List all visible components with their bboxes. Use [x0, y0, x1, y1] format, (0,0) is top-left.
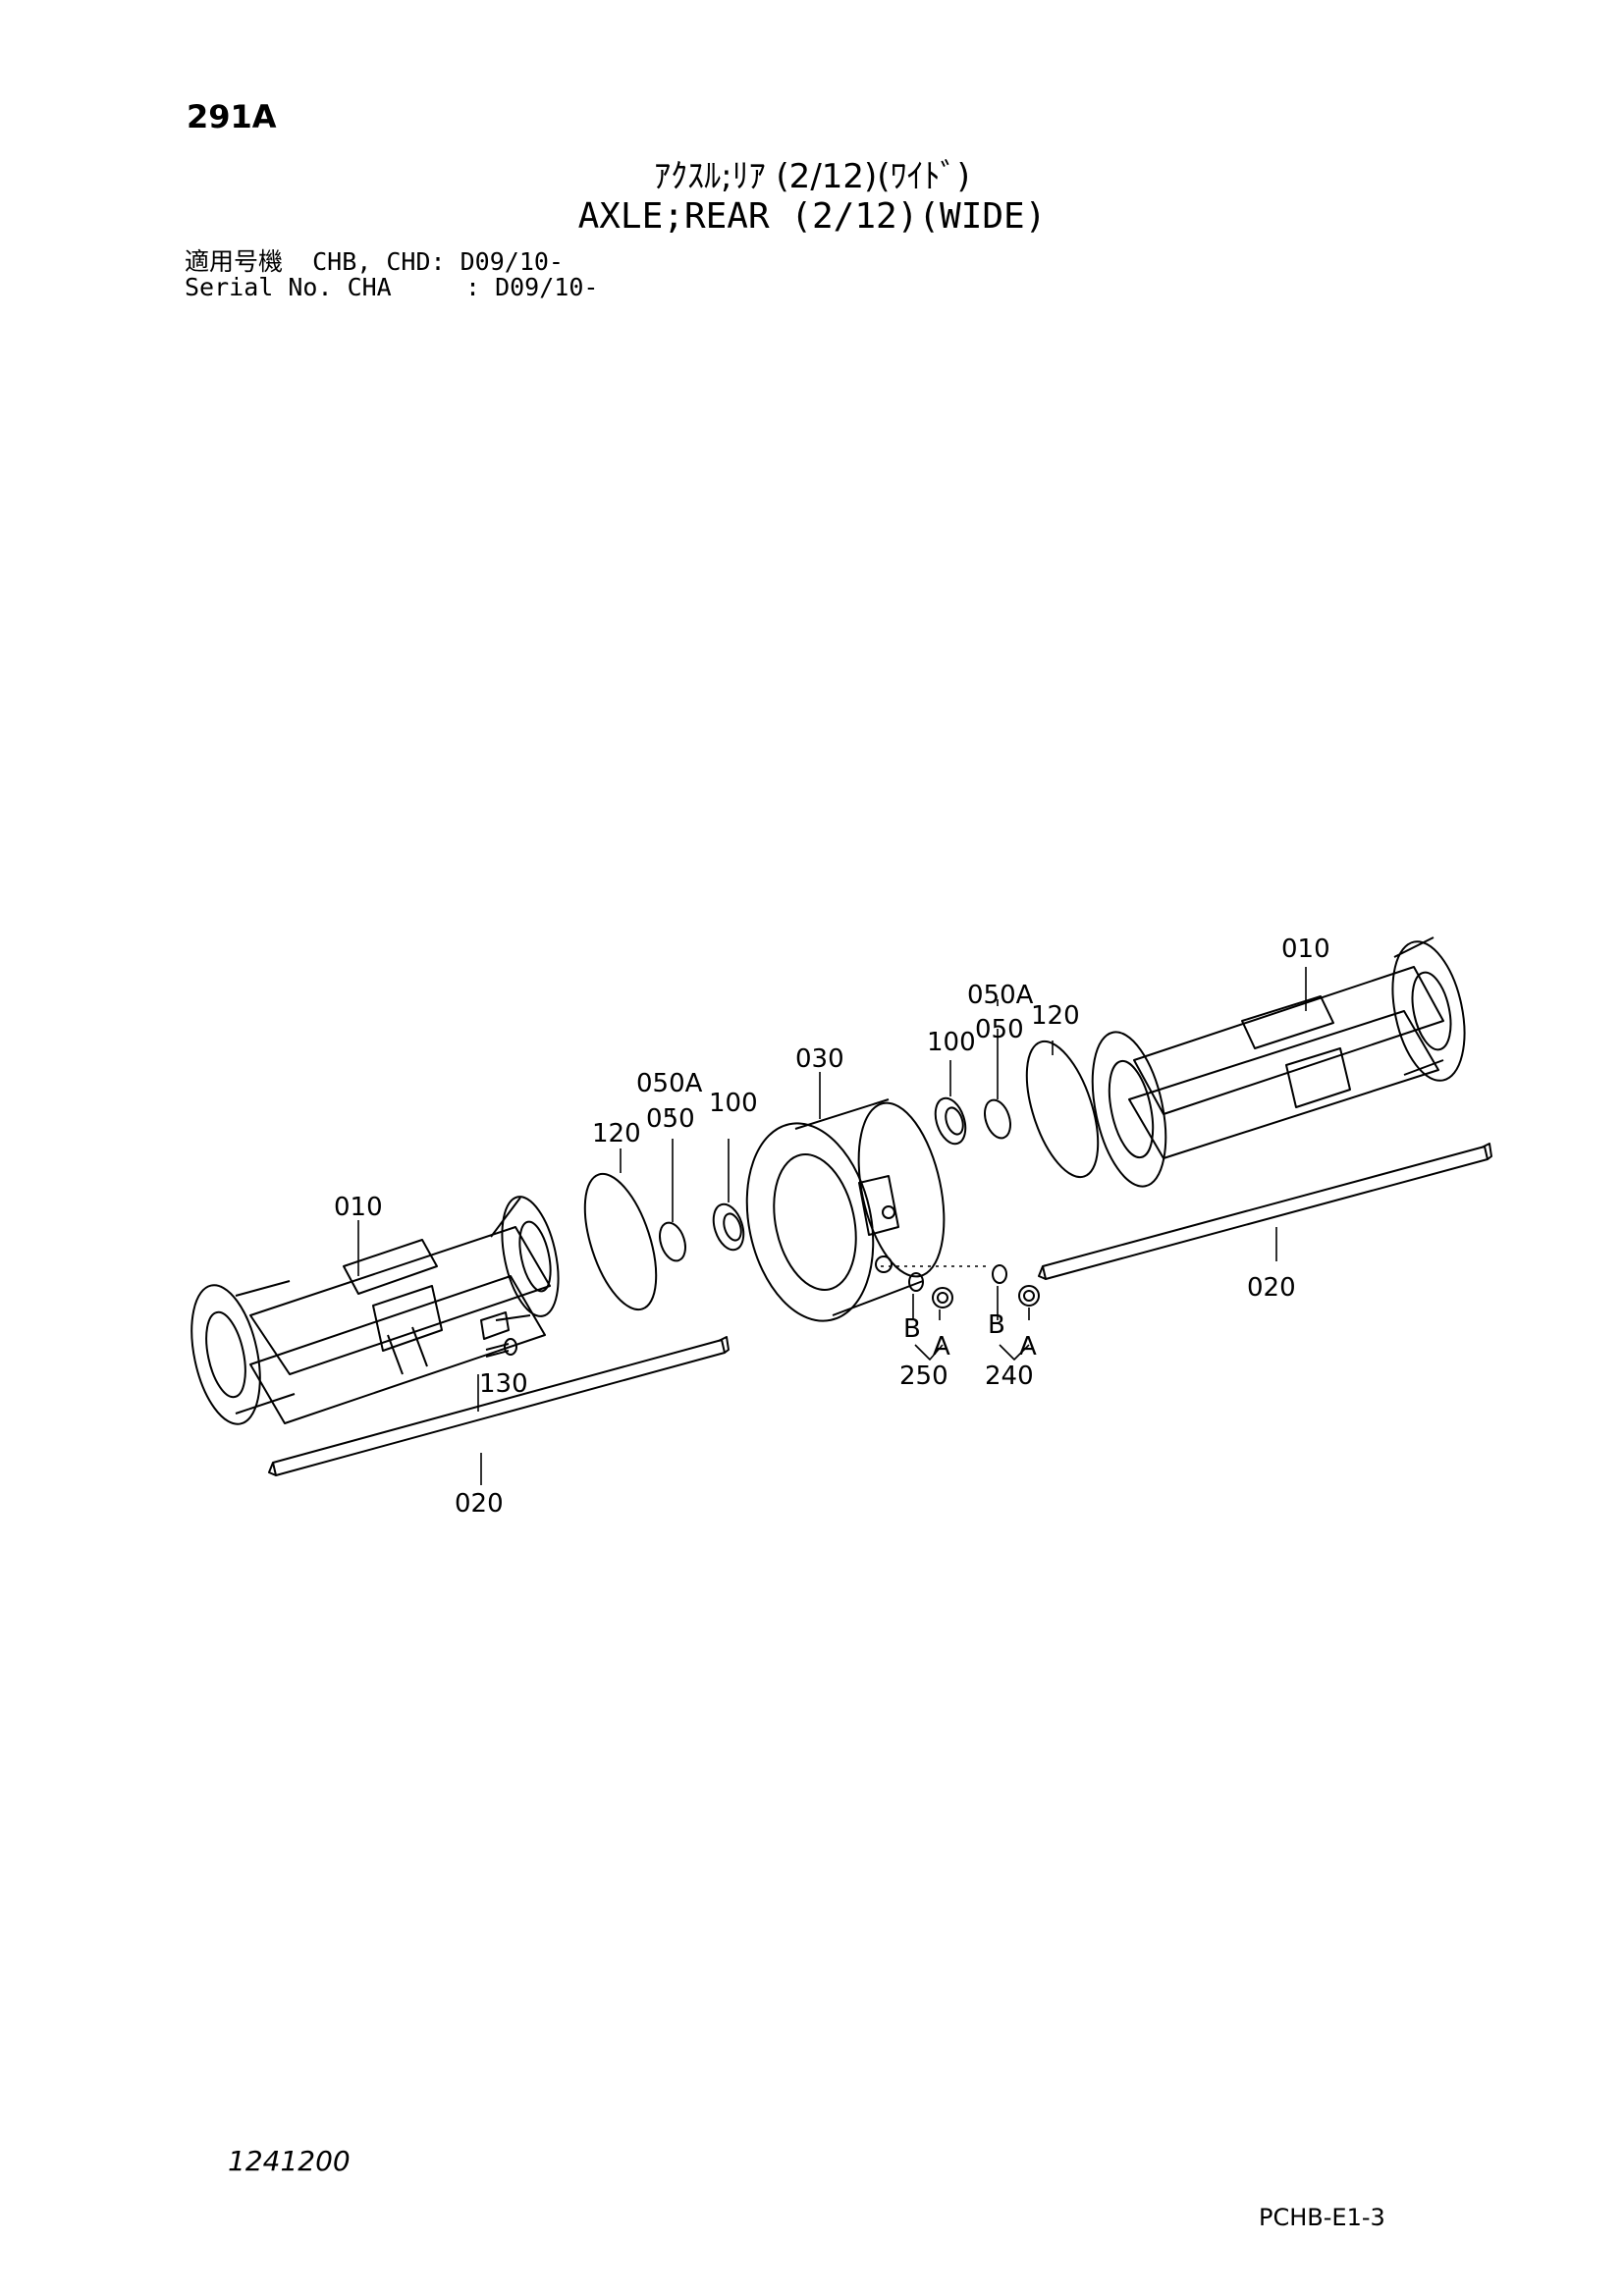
callout-240: 240 [985, 1362, 1034, 1391]
plug-parts-240 [992, 1264, 1040, 1307]
callout-030: 030 [795, 1044, 844, 1074]
callout-010-right: 010 [1281, 934, 1330, 964]
title-english: AXLE;REAR (2/12)(WIDE) [577, 196, 1047, 237]
serial-line-applicable-models: 適用号機 CHB, CHD: D09/10- [185, 247, 564, 276]
callout-100-right: 100 [927, 1028, 976, 1057]
callout-050-right: 050 [975, 1015, 1024, 1044]
page-code: PCHB-E1-3 [1259, 2204, 1385, 2231]
title-japanese: ｱｸｽﾙ;ﾘｱ (2/12)(ﾜｲﾄﾞ) [654, 157, 970, 196]
callout-250: 250 [899, 1362, 948, 1391]
bearing-left [712, 1202, 745, 1252]
callout-a-250: A [933, 1332, 950, 1362]
plug-parts-250 [908, 1272, 953, 1308]
o-ring-right [1025, 1040, 1100, 1179]
callout-b-240: B [988, 1310, 1005, 1340]
axle-housing-right [1091, 936, 1466, 1188]
axle-shaft-right [1038, 1143, 1492, 1280]
callout-020-right: 020 [1247, 1273, 1296, 1303]
bolt [485, 1338, 517, 1358]
callout-b-250: B [903, 1314, 921, 1344]
drawing-number: 1241200 [228, 2145, 351, 2177]
callout-050a-left: 050A [636, 1069, 703, 1098]
o-ring-left [583, 1172, 658, 1311]
callout-130: 130 [479, 1369, 528, 1399]
callout-120-left: 120 [592, 1119, 641, 1148]
callout-050-left: 050 [646, 1104, 695, 1134]
seal-ring-right [984, 1098, 1011, 1140]
callout-a-240: A [1019, 1332, 1037, 1362]
seal-ring-left [659, 1221, 686, 1262]
page-number: 291A [187, 98, 277, 135]
axle-shaft-left [268, 1336, 730, 1476]
callout-120-right: 120 [1031, 1001, 1080, 1031]
callout-100-left: 100 [709, 1089, 758, 1118]
serial-line-serial-no: Serial No. CHA : D09/10- [185, 273, 599, 301]
axle-housing-left [190, 1196, 560, 1425]
callout-020-left: 020 [455, 1489, 504, 1519]
callout-010-left: 010 [334, 1193, 383, 1222]
callout-050a-right: 050A [967, 981, 1034, 1010]
bearing-right [934, 1096, 967, 1146]
differential-carrier [745, 1098, 946, 1322]
